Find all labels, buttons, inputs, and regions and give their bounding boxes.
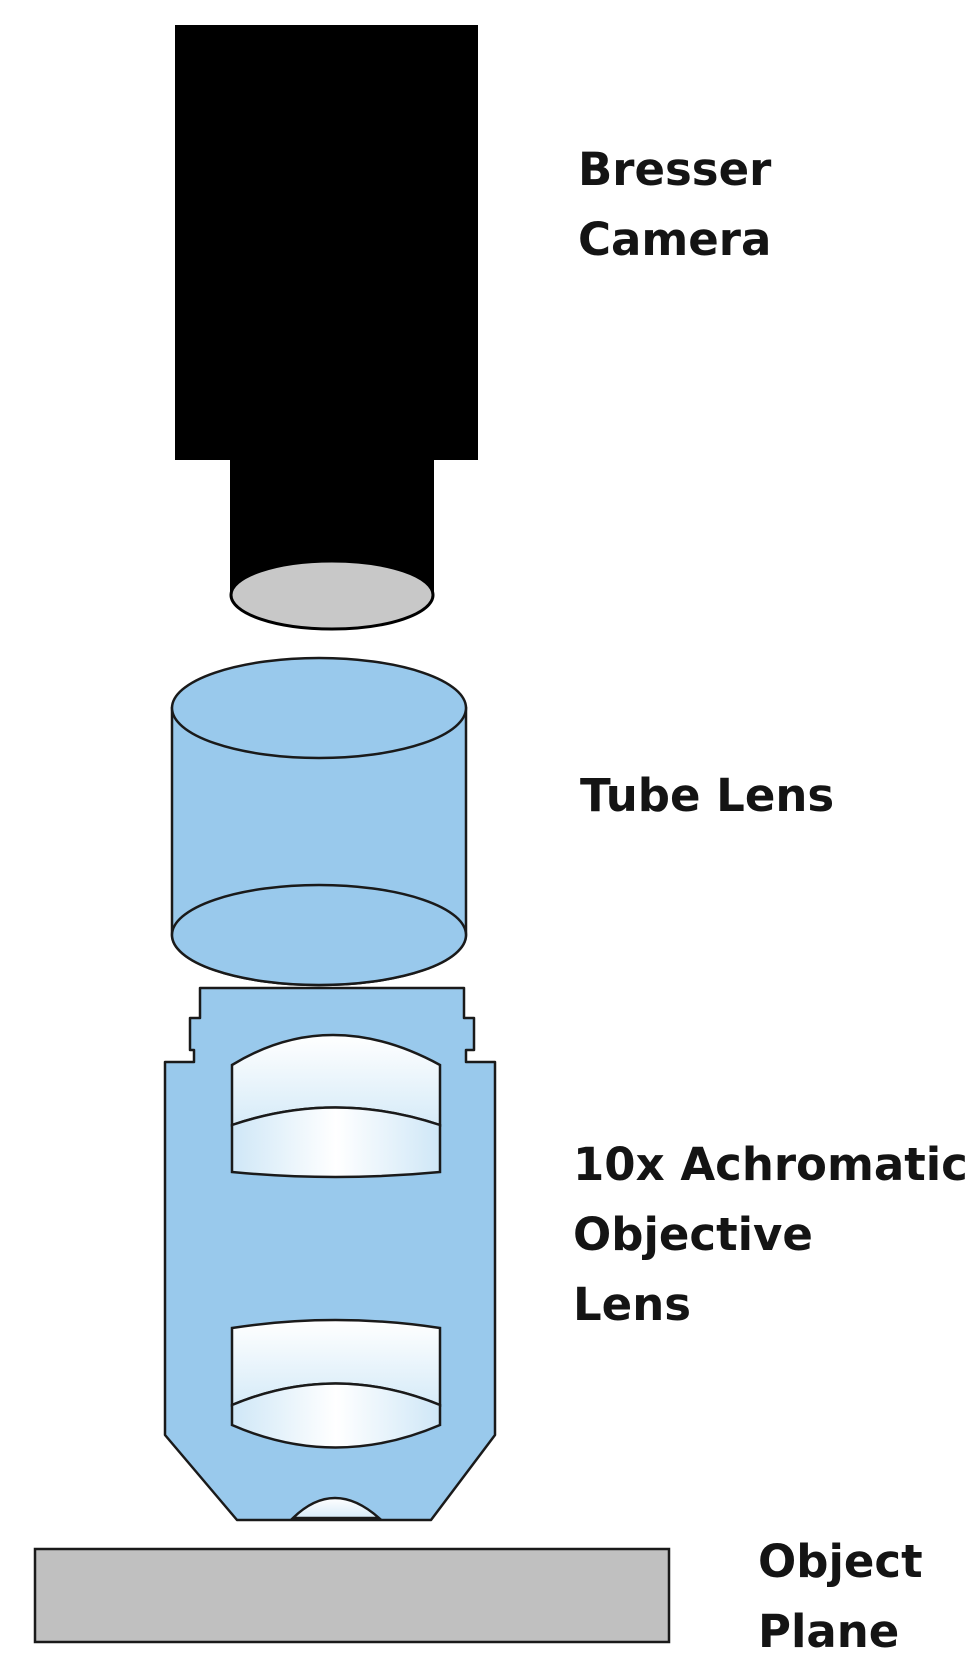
objective-label-line-1: 10x Achromatic xyxy=(573,1138,968,1191)
tube-lens-label: Tube Lens xyxy=(580,761,834,831)
objective-lens xyxy=(163,986,497,1522)
camera-body xyxy=(175,25,478,460)
upper-lens-group xyxy=(230,1033,442,1179)
tube-lens xyxy=(170,656,468,987)
lower-lens-element-2 xyxy=(230,1382,442,1449)
camera xyxy=(175,25,478,631)
tube-lens-top xyxy=(170,656,468,760)
object-plane-label-line-2: Plane xyxy=(758,1605,900,1658)
object-plane-label-line-1: Object xyxy=(758,1535,923,1588)
camera-label-line-2: Camera xyxy=(578,213,772,266)
upper-lens-element-2 xyxy=(230,1106,442,1179)
camera-aperture xyxy=(229,559,435,631)
tube-lens-bottom-face xyxy=(170,883,468,987)
camera-label-line-1: Bresser xyxy=(578,143,772,196)
front-lens-element xyxy=(289,1496,383,1520)
tube-lens-label-line-1: Tube Lens xyxy=(580,769,835,822)
objective-label-line-2: Objective xyxy=(573,1208,813,1261)
lower-lens-group xyxy=(230,1318,442,1449)
object-plane xyxy=(33,1547,671,1644)
objective-label-line-3: Lens xyxy=(573,1278,692,1331)
object-plane-label: Object Plane xyxy=(758,1527,923,1667)
camera-label: Bresser Camera xyxy=(578,135,771,275)
objective-label: 10x Achromatic Objective Lens xyxy=(573,1130,968,1340)
